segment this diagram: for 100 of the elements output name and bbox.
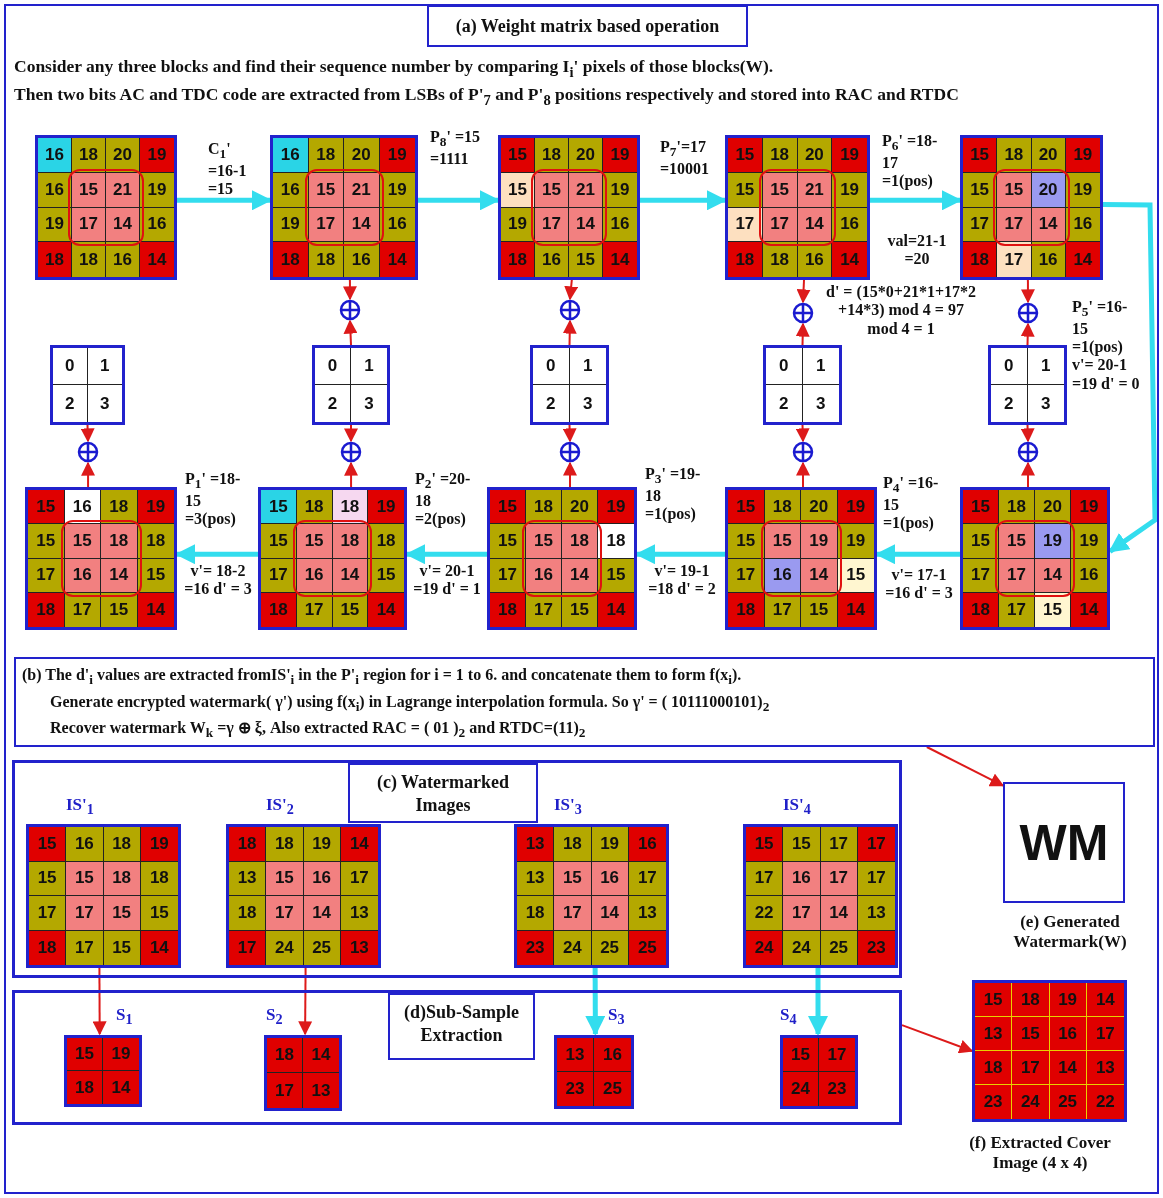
- instruction-text: Consider any three blocks and find their sequence number by comparing I$_{i}$' pixels of those blocks(W).: [14, 56, 775, 81]
- pixel-cell: 13: [340, 896, 378, 931]
- pixel-cell: 21: [106, 172, 140, 208]
- pixel-cell: 18: [267, 1038, 303, 1073]
- pixel-cell: 18: [526, 490, 562, 525]
- pixel-cell: 14: [379, 242, 415, 277]
- arrow: [925, 746, 1005, 787]
- computation-note: C$_{1}$' =16-1 =15: [208, 140, 248, 199]
- computation-note: v'= 18-2 =16 d' = 3: [183, 562, 253, 599]
- arrow: [298, 966, 313, 1036]
- computation-note: v'= 17-1 =16 d' = 3: [884, 566, 954, 603]
- pixel-cell: 17: [746, 861, 784, 896]
- pixel-cell: 18: [535, 138, 569, 173]
- pixel-cell: 18: [332, 490, 369, 525]
- pixel-cell: 17: [526, 592, 562, 627]
- pixel-cell: 19: [1049, 983, 1087, 1017]
- arrow: [562, 424, 577, 443]
- weight-matrix: [763, 345, 842, 425]
- matrix-cell: 0: [766, 348, 803, 385]
- description-text: (b) The d'$_{i}$ values are extracted fromIS'$_{i}$ in the P'$_{i}$ region for i = 1 to 6. and concatenate them to form f(x$_{i}$).: [22, 666, 742, 688]
- computation-note: P$_{8}$' =15 =1111: [430, 128, 481, 168]
- pixel-cell: 18: [103, 827, 141, 862]
- pixel-cell: 15: [28, 490, 65, 525]
- pixel-cell: 16: [273, 138, 309, 173]
- arrow: [585, 967, 606, 1036]
- pixel-cell: 13: [628, 896, 666, 931]
- pixel-cell: 14: [103, 1071, 139, 1104]
- pixel-cell: 14: [344, 207, 380, 243]
- pixel-cell: 14: [1071, 592, 1107, 627]
- pixel-cell: 19: [1071, 524, 1107, 559]
- pixel-cell: 22: [1086, 1085, 1124, 1119]
- pixel-cell: 16: [64, 490, 101, 525]
- xor-symbol: [1017, 441, 1039, 463]
- pixel-cell: 15: [501, 138, 535, 173]
- arrow: [901, 1024, 974, 1054]
- pixel-cell: 15: [296, 524, 333, 559]
- pixel-cell: 19: [501, 207, 535, 243]
- pixel-cell: 18: [554, 827, 592, 862]
- pixel-cell: 18: [67, 1071, 103, 1104]
- pixel-cell: 20: [1035, 490, 1071, 525]
- pixel-cell: 24: [1012, 1085, 1050, 1119]
- weight-matrix: [50, 345, 125, 425]
- pixel-cell: 15: [783, 827, 821, 862]
- computation-note: P$_{4}$' =16-15 =1(pos): [883, 474, 940, 533]
- pixel-cell: 15: [526, 524, 562, 559]
- pixel-cell: 17: [997, 242, 1032, 277]
- pixel-cell: 16: [783, 861, 821, 896]
- pixel-cell: 15: [103, 896, 141, 931]
- arrow: [635, 544, 725, 565]
- arrow: [418, 190, 500, 211]
- pixel-cell: 17: [820, 827, 858, 862]
- pixel-cell: 17: [783, 896, 821, 931]
- pixel-cell: 14: [820, 896, 858, 931]
- pixel-cell: 18: [963, 242, 998, 277]
- arrow: [796, 279, 811, 304]
- pixel-cell: 18: [101, 490, 138, 525]
- pixel-cell: 14: [340, 827, 378, 862]
- pixel-cell: 17: [535, 207, 569, 243]
- section-title: (c) Watermarked Images: [348, 763, 538, 823]
- pixel-cell: 19: [140, 138, 174, 173]
- description-text: Generate encrypted watermark( γ') using f(x$_{i}$) in Lagrange interpolation formula. So γ' = ( 10111000101)$_{2}$: [50, 692, 770, 714]
- pixel-cell: 17: [261, 558, 297, 593]
- pixel-grid: [960, 487, 1110, 630]
- pixel-cell: 19: [103, 1038, 139, 1071]
- computation-note: val=21-1 =20: [886, 232, 948, 269]
- pixel-cell: 14: [598, 592, 634, 627]
- pixel-cell: 15: [1035, 592, 1071, 627]
- pixel-cell: 14: [303, 1038, 339, 1073]
- pixel-cell: 18: [28, 592, 65, 627]
- pixel-cell: 17: [66, 930, 104, 965]
- computation-note: P$_{5}$' =16-15 =1(pos) v'= 20-1 =19 d' = 0: [1072, 298, 1140, 394]
- pixel-cell: 18: [728, 592, 765, 627]
- watermark-box: WM: [1003, 782, 1125, 903]
- pixel-cell: 18: [229, 896, 267, 931]
- pixel-grid: [35, 135, 177, 280]
- pixel-cell: 18: [517, 896, 555, 931]
- pixel-cell: 15: [999, 524, 1035, 559]
- pixel-cell: 19: [837, 524, 874, 559]
- pixel-cell: 18: [261, 592, 297, 627]
- block-label: S$_{4}$: [780, 1005, 797, 1029]
- pixel-cell: 14: [368, 592, 404, 627]
- pixel-cell: 14: [1086, 983, 1124, 1017]
- pixel-cell: 19: [38, 207, 72, 243]
- pixel-cell: 22: [746, 896, 784, 931]
- pixel-cell: 23: [517, 930, 555, 965]
- arrow: [808, 967, 828, 1036]
- pixel-cell: 17: [997, 207, 1032, 243]
- pixel-cell: 24: [783, 930, 821, 965]
- section-panel: [12, 760, 902, 978]
- computation-note: P$_{7}$'=17 =10001: [660, 138, 711, 178]
- arrow: [870, 190, 962, 211]
- pixel-cell: 15: [66, 861, 104, 896]
- pixel-cell: 14: [1035, 558, 1071, 593]
- pixel-cell: 16: [344, 242, 380, 277]
- pixel-cell: 18: [29, 930, 67, 965]
- pixel-cell: 20: [801, 490, 838, 525]
- pixel-cell: 20: [344, 138, 380, 173]
- block-label: S$_{2}$: [266, 1005, 283, 1029]
- pixel-cell: 15: [140, 896, 178, 931]
- pixel-cell: 18: [72, 242, 106, 277]
